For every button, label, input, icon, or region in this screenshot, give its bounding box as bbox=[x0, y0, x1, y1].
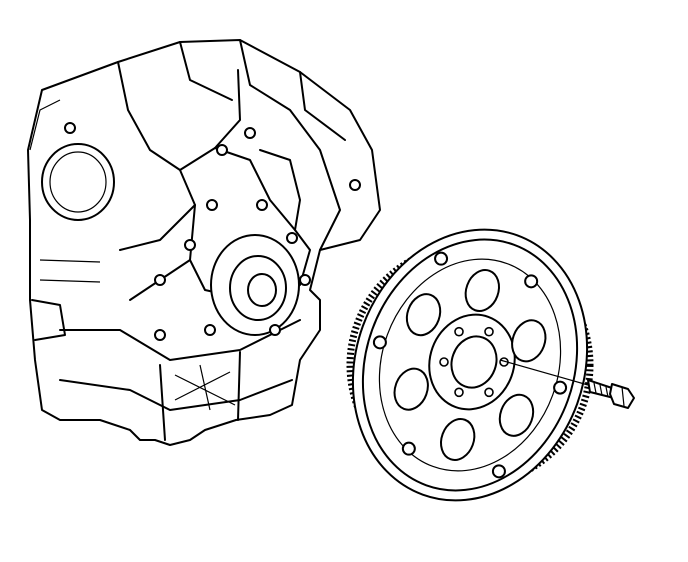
flexplate-small-hole bbox=[401, 441, 416, 456]
flexplate-bolt-hole bbox=[454, 387, 464, 398]
flexplate-small-hole bbox=[434, 251, 449, 266]
engine-block bbox=[27, 39, 381, 446]
flexplate-large-hole bbox=[405, 293, 442, 337]
flexplate-bolt-hole bbox=[454, 326, 464, 337]
flexplate-large-hole bbox=[464, 269, 500, 312]
flexplate-bolt-hole bbox=[439, 357, 449, 367]
flexplate-large-hole bbox=[440, 418, 476, 461]
flexplate-small-hole bbox=[524, 274, 539, 289]
flexplate bbox=[346, 228, 594, 502]
flexplate-large-hole bbox=[511, 319, 547, 363]
flexplate-large-hole bbox=[498, 393, 535, 437]
flexplate-large-hole bbox=[393, 367, 429, 411]
flexplate-bolt bbox=[499, 359, 635, 409]
flexplate-small-hole bbox=[372, 335, 387, 350]
flexplate-bolt-hole bbox=[484, 326, 494, 337]
flexplate-bolt-hole bbox=[484, 387, 494, 398]
flexplate-small-hole bbox=[553, 380, 568, 395]
flexplate-small-hole bbox=[491, 464, 506, 479]
